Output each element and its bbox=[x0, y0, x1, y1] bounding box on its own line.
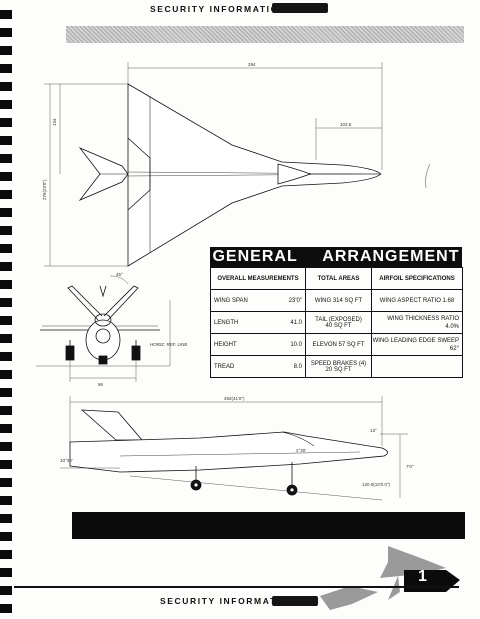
airfoil-row: WING ASPECT RATIO 1.68 bbox=[371, 289, 463, 312]
header-total-areas: TOTAL AREAS bbox=[305, 267, 372, 290]
dim-tail-offset: 103.5 bbox=[340, 122, 352, 127]
area-row: TAIL (EXPOSED)40 SQ FT bbox=[305, 311, 372, 334]
footer-rule bbox=[14, 586, 459, 588]
measurement-row: HEIGHT 10.0 bbox=[210, 333, 306, 356]
plan-dimensions bbox=[44, 62, 383, 267]
page-number: 1 bbox=[418, 568, 427, 585]
area-line: WING 314 SQ FT bbox=[314, 297, 363, 304]
redaction-mark-bottom bbox=[272, 596, 318, 606]
airfoil-line: WING LEADING EDGE SWEEP bbox=[372, 337, 459, 344]
area-line: TAIL (EXPOSED) bbox=[315, 316, 362, 323]
header-overall-measurements: OVERALL MEASUREMENTS bbox=[210, 267, 306, 290]
dim-semi-span: 134 bbox=[52, 118, 57, 126]
binder-holes bbox=[0, 0, 14, 619]
area-line-2: 20 SQ FT bbox=[325, 366, 352, 373]
airfoil-empty-cell bbox=[371, 355, 463, 378]
dim-dihedral-angle: 45° bbox=[116, 272, 123, 277]
dim-span: 276(23'0") bbox=[42, 179, 47, 200]
hatched-band bbox=[66, 26, 464, 43]
area-line: ELEVON 57 SQ FT bbox=[312, 341, 365, 348]
dim-overall-length: 294 bbox=[248, 62, 256, 67]
area-row: WING 314 SQ FT bbox=[305, 289, 372, 312]
plan-view bbox=[78, 83, 382, 267]
dim-overall-height: 120.0(10'0.0") bbox=[362, 482, 390, 487]
dim-ground-ref: HORIZ. REF. LINE bbox=[150, 342, 188, 347]
area-line: SPEED BRAKES (4) bbox=[310, 360, 367, 367]
measurement-label: HEIGHT bbox=[214, 341, 237, 348]
measurement-label: WING SPAN bbox=[214, 297, 248, 304]
dim-side-length: 492(41'0") bbox=[224, 396, 245, 401]
front-view bbox=[40, 285, 160, 365]
header-airfoil-specifications: AIRFOIL SPECIFICATIONS bbox=[371, 267, 463, 290]
measurement-value: 8.0 bbox=[293, 363, 302, 370]
specifications-table: OVERALL MEASUREMENTS TOTAL AREAS AIRFOIL… bbox=[210, 267, 463, 378]
measurement-label: TREAD bbox=[214, 363, 235, 370]
airfoil-line: WING ASPECT RATIO 1.68 bbox=[379, 297, 455, 304]
security-footer: SECURITY INFORMATION— bbox=[160, 596, 307, 606]
measurement-row: TREAD 8.0 bbox=[210, 355, 306, 378]
dim-rear-angle: 10°30' bbox=[60, 458, 73, 463]
dim-tail-angle: 13° bbox=[370, 428, 377, 433]
airfoil-line: WING THICKNESS RATIO bbox=[387, 315, 459, 322]
redaction-bar bbox=[72, 512, 465, 539]
airfoil-line-2: 62° bbox=[449, 345, 459, 352]
area-row: SPEED BRAKES (4)20 SQ FT bbox=[305, 355, 372, 378]
measurement-value: 41.0 bbox=[290, 319, 302, 326]
airfoil-line-2: 4.0% bbox=[445, 323, 459, 330]
area-row: ELEVON 57 SQ FT bbox=[305, 333, 372, 356]
measurement-value: 23'0" bbox=[288, 297, 302, 304]
aircraft-logo-icon bbox=[320, 546, 460, 610]
side-view bbox=[69, 409, 388, 496]
measurement-label: LENGTH bbox=[214, 319, 239, 326]
measurement-row: LENGTH 41.0 bbox=[210, 311, 306, 334]
dim-tread: 96 bbox=[98, 382, 104, 387]
area-line-2: 40 SQ FT bbox=[325, 322, 352, 329]
security-header: SECURITY INFORMATION—S bbox=[150, 4, 304, 14]
measurement-row: WING SPAN 23'0" bbox=[210, 289, 306, 312]
dim-nose-angle: 2°30' bbox=[296, 448, 306, 453]
redaction-mark-top bbox=[272, 3, 328, 13]
general-arrangement-title: GENERAL ARRANGEMENT bbox=[210, 247, 462, 267]
measurement-value: 10.0 bbox=[290, 341, 302, 348]
dim-fin-height: 7'0" bbox=[406, 464, 414, 469]
